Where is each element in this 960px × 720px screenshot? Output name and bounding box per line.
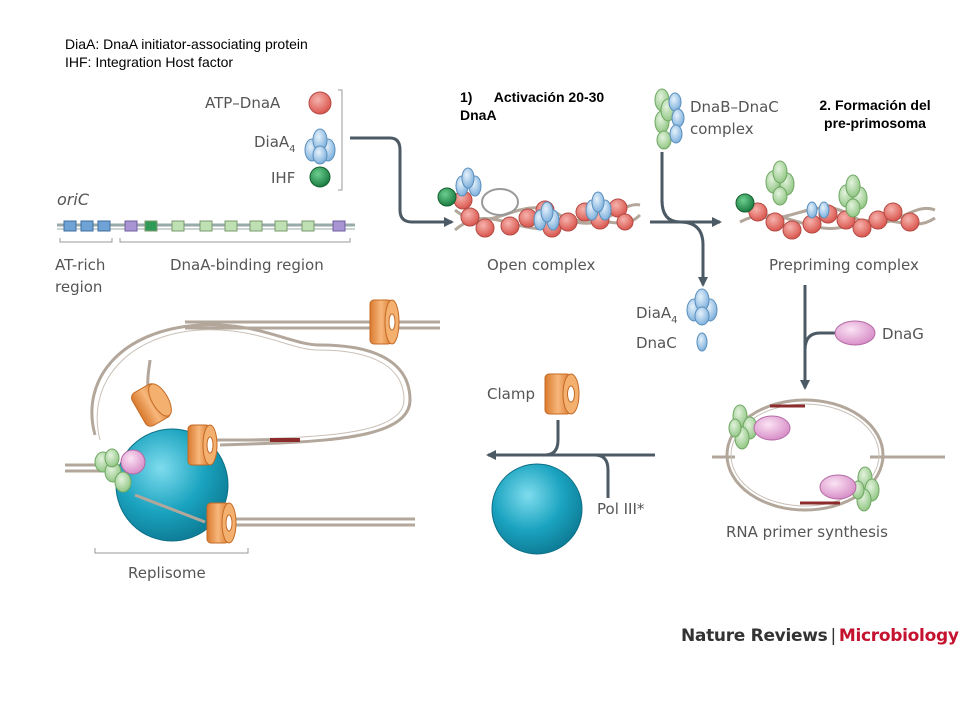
ihf-icon [309,166,331,188]
replisome-bracket [94,548,249,554]
dnaa-binding-boxes [124,220,346,232]
dnag-label: DnaG [882,325,924,343]
step2-label: 2. Formación del pre-primosoma [800,96,950,132]
arrow-clamp-down [544,420,560,457]
journal-credit: Nature Reviews|Microbiology [681,626,959,646]
arrow-to-open-complex [350,136,454,227]
arrow-dnag-join [803,331,835,351]
step1-text-a: Activación 20-30 [493,89,605,105]
open-complex-diaa [455,167,612,231]
at-rich-label-1: AT-rich [55,256,105,274]
oric-label: oriC [57,190,90,209]
journal-separator: | [830,626,836,646]
at-rich-label-2: region [55,278,102,296]
clamp-label: Clamp [487,385,535,403]
replisome-clamp-bottom [206,502,237,544]
oric-region: oriC AT-rich region DnaA-binding region [55,190,355,296]
step1-number: 1) [460,89,473,105]
dnag-icon [834,320,876,346]
released-dnac-icon [696,332,708,352]
rna-primer-label: RNA primer synthesis [726,523,888,541]
journal-section: Microbiology [838,626,959,646]
legend-atp-dnaa-label: ATP–DnaA [205,94,281,112]
replisome-clamp-middle [187,424,218,466]
step1-label: 1) Activación 20-30 DnaA [460,88,640,124]
released-diaa-icon [686,288,718,326]
released-dnac-label: DnaC [636,334,677,352]
legend-bracket [338,89,343,191]
definition-diaa: DiaA: DnaA initiator-associating protein [65,36,308,52]
step2-text-b: pre-primosoma [824,115,926,131]
atp-dnaa-icon [308,91,332,115]
dnaa-binding-bracket [119,238,351,243]
step2-text-a: 2. Formación del [819,97,931,113]
arrow-dnab-down [660,152,681,224]
released-proteins: DiaA4 DnaC [636,288,718,352]
legend: ATP–DnaA DiaA4 IHF [205,89,343,191]
arrow-release-down [679,220,708,287]
journal-name: Nature Reviews [681,626,828,646]
rna-primer-synthesis: RNA primer synthesis [712,398,945,541]
at-rich-boxes [63,220,111,232]
legend-ihf-label: IHF [271,169,295,187]
diaa-tetramer-icon [304,128,336,165]
clamp-icon [544,373,580,415]
arrow-pol3-join [594,453,610,498]
pol3-icon [491,463,583,555]
replisome-label: Replisome [128,564,206,582]
prepriming-complex: Prepriming complex [735,160,936,274]
at-rich-bracket [59,238,113,243]
legend-diaa-label: DiaA4 [254,133,296,155]
replisome-clamp-loop [131,383,172,427]
prepriming-label: Prepriming complex [769,256,919,274]
step1-text-b: DnaA [460,107,497,123]
replisome: Replisome [65,299,440,582]
dnab-dnac-complex: DnaB–DnaC complex [654,88,779,150]
released-diaa-label: DiaA4 [636,304,678,326]
definition-ihf: IHF: Integration Host factor [65,54,234,70]
replisome-clamp-top [369,299,400,345]
open-complex-ihf [437,187,457,207]
pol3-label: Pol III* [597,500,645,518]
dnab-dnac-label-2: complex [690,120,754,138]
dnaa-binding-label: DnaA-binding region [170,256,324,274]
dnab-dnac-label-1: DnaB–DnaC [690,98,779,116]
open-complex: Open complex [437,167,642,274]
open-complex-label: Open complex [487,256,596,274]
